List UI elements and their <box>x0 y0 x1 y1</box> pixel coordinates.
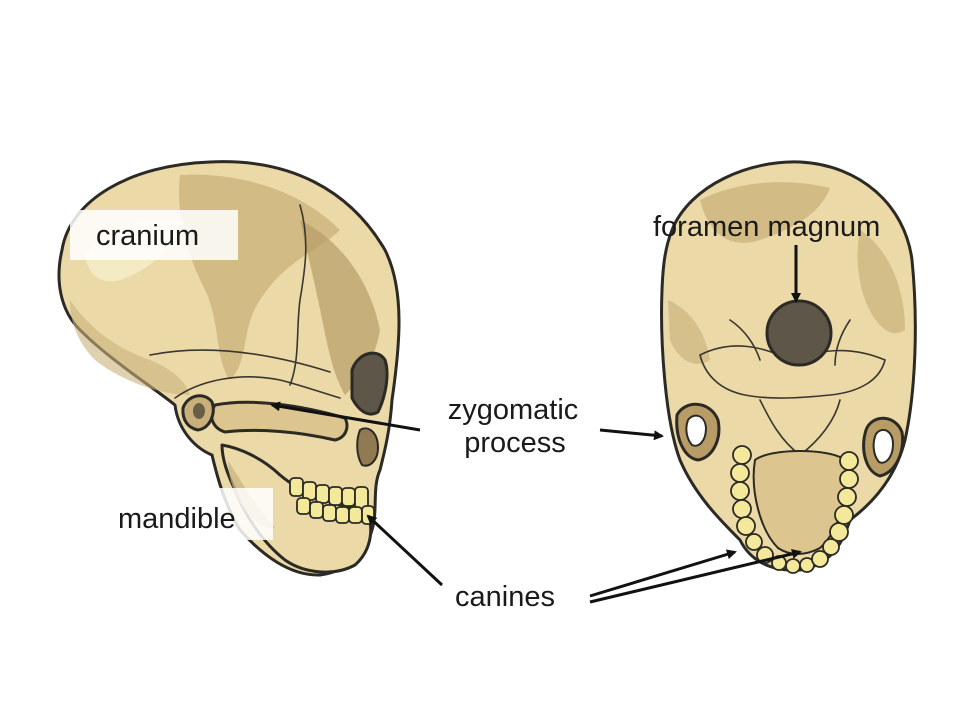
bottom-tooth <box>732 499 752 519</box>
bottom-cranial-shadow <box>700 182 830 243</box>
bottom-tooth <box>745 533 763 551</box>
side-tooth <box>309 501 324 519</box>
squamous-suture <box>174 376 341 399</box>
bottom-tooth <box>839 451 859 471</box>
label-process: process <box>464 427 566 459</box>
bottom-cranial-shadow-right <box>857 230 905 334</box>
temporal-shadow <box>300 220 380 395</box>
cranium-shadow-back <box>70 300 190 395</box>
side-orbit <box>350 351 389 416</box>
palate <box>752 450 848 555</box>
label-zygomatic: zygomatic <box>448 394 579 426</box>
side-tooth <box>341 487 356 507</box>
side-tooth <box>328 486 343 506</box>
side-tooth <box>296 497 311 515</box>
bottom-tooth <box>730 463 750 483</box>
foramen-magnum-opening <box>765 299 833 367</box>
base-detail <box>729 319 761 361</box>
bottom-tooth <box>822 538 840 556</box>
bottom-teeth <box>730 445 859 574</box>
label-foramen-magnum: foramen magnum <box>653 211 880 243</box>
bottom-tooth <box>732 445 752 465</box>
side-view-skull <box>57 160 401 577</box>
bottom-tooth <box>839 469 859 489</box>
bottom-tooth <box>834 505 854 525</box>
mandible-label-box <box>108 488 273 540</box>
bottom-tooth <box>730 481 750 501</box>
side-tooth <box>348 506 363 524</box>
arrow-canines-bottom-left <box>589 549 737 598</box>
side-tooth <box>335 506 350 524</box>
label-mandible: mandible <box>118 503 236 535</box>
side-teeth <box>289 477 375 525</box>
bottom-tooth <box>837 487 857 507</box>
arrow-zygomatic-bottom <box>599 428 664 441</box>
coronal-suture <box>289 204 307 386</box>
base-detail <box>834 319 851 366</box>
bottom-cranial-shadow-left <box>668 300 710 364</box>
side-nasal <box>356 427 380 467</box>
temporal-line <box>149 349 331 373</box>
label-canines: canines <box>455 581 555 613</box>
arrow-zygomatic-side <box>270 401 421 432</box>
bottom-tooth <box>736 516 756 536</box>
bottom-tooth <box>811 550 829 568</box>
arrow-canines-side <box>366 514 444 587</box>
arrow-canines-bottom-right <box>589 548 802 604</box>
bottom-tooth <box>785 558 801 574</box>
side-tooth <box>322 504 337 522</box>
bottom-tooth <box>829 522 849 542</box>
side-tooth <box>315 484 330 504</box>
left-zygomatic-hole <box>685 414 708 447</box>
ear-canal <box>193 403 205 419</box>
right-zygomatic-hole <box>872 428 895 464</box>
label-cranium: cranium <box>96 220 199 252</box>
bottom-view-skull <box>660 160 917 574</box>
side-tooth <box>289 477 304 497</box>
cranium-label-box <box>70 210 238 260</box>
